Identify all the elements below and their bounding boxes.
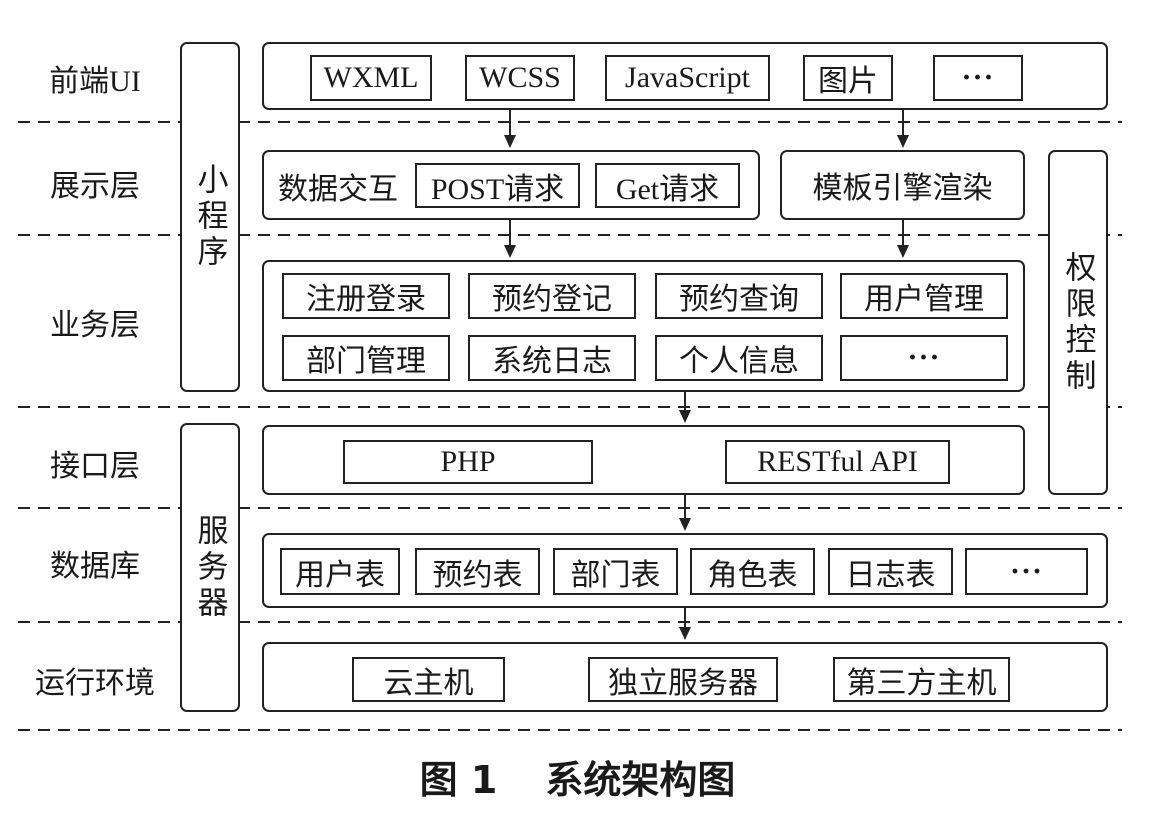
arrow-interaction-to-business xyxy=(504,220,516,258)
arrow-database-to-runtime xyxy=(679,608,691,640)
figure-caption-label: 图 1 xyxy=(419,757,498,802)
interface-item-restful-api: RESTful API xyxy=(725,440,950,484)
layer-label-frontend: 前端UI xyxy=(49,65,141,98)
business-item-register-login: 注册登录 xyxy=(282,273,450,319)
runtime-item-cloud-host: 云主机 xyxy=(352,657,505,702)
database-item-log-table: 日志表 xyxy=(828,548,953,595)
figure-caption-title: 系统架构图 xyxy=(545,757,736,802)
business-item-department-management: 部门管理 xyxy=(282,335,450,381)
template-engine-box: 模板引擎渲染 xyxy=(780,150,1025,220)
layer-label-presentation: 展示层 xyxy=(50,170,140,203)
database-item-user-table: 用户表 xyxy=(280,548,400,595)
frontend-item-images: 图片 xyxy=(803,55,893,101)
business-item-personal-info: 个人信息 xyxy=(655,335,823,381)
business-item-booking-query: 预约查询 xyxy=(655,273,823,319)
business-item-user-management: 用户管理 xyxy=(840,273,1008,319)
arrow-interface-to-database xyxy=(679,495,691,531)
side-group-server-label: 服务器 xyxy=(192,513,228,622)
business-item-more: ··· xyxy=(840,335,1008,381)
database-item-department-table: 部门表 xyxy=(553,548,678,595)
business-item-system-log: 系统日志 xyxy=(468,335,636,381)
layer-label-runtime: 运行环境 xyxy=(35,667,155,700)
runtime-item-dedicated-server: 独立服务器 xyxy=(588,657,778,702)
database-item-more: ··· xyxy=(965,548,1088,595)
frontend-item-wxml: WXML xyxy=(310,55,432,101)
arrow-frontend-to-template xyxy=(897,110,909,148)
database-container xyxy=(262,533,1108,608)
side-group-miniprogram: 小程序 xyxy=(180,42,240,392)
runtime-item-third-party-host: 第三方主机 xyxy=(833,657,1010,702)
frontend-item-more: ··· xyxy=(933,55,1023,101)
figure-caption: 图 1 系统架构图 xyxy=(0,748,1155,804)
data-interaction-label: 数据交互 xyxy=(278,172,398,206)
layer-label-business: 业务层 xyxy=(50,309,140,342)
frontend-item-javascript: JavaScript xyxy=(605,55,770,101)
business-item-booking-register: 预约登记 xyxy=(468,273,636,319)
side-group-permission: 权限控制 xyxy=(1048,150,1108,495)
frontend-item-wcss: WCSS xyxy=(465,55,575,101)
database-item-role-table: 角色表 xyxy=(690,548,815,595)
layer-label-database: 数据库 xyxy=(50,550,140,583)
database-item-booking-table: 预约表 xyxy=(415,548,540,595)
interface-item-php: PHP xyxy=(343,440,593,484)
side-group-permission-label: 权限控制 xyxy=(1060,250,1096,395)
layer-label-interface: 接口层 xyxy=(50,450,140,483)
get-request-box: Get请求 xyxy=(595,163,740,208)
side-group-miniprogram-label: 小程序 xyxy=(192,163,228,271)
side-group-server: 服务器 xyxy=(180,423,240,712)
arrow-frontend-to-interaction xyxy=(504,110,516,148)
arrow-template-to-business xyxy=(897,220,909,258)
post-request-box: POST请求 xyxy=(415,163,580,208)
arrow-business-to-interface xyxy=(679,392,691,423)
